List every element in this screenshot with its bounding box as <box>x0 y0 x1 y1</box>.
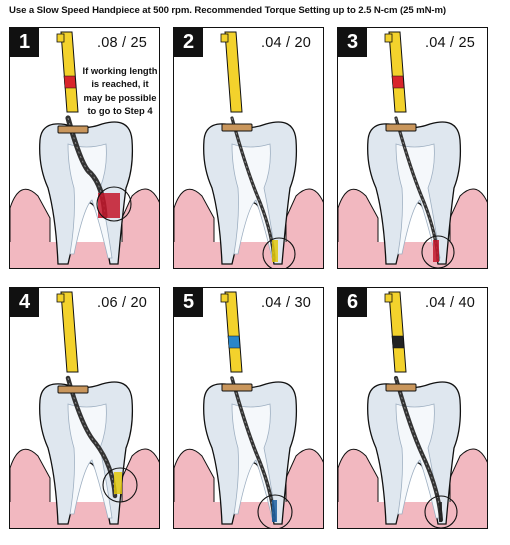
gum-base <box>10 502 159 528</box>
handle-latch <box>56 293 65 303</box>
step-4-panel: 4 .06 / 20 <box>9 287 160 529</box>
working-zone <box>272 500 277 522</box>
tooth-file-illustration <box>174 291 323 528</box>
file-size-label: .04 / 20 <box>261 35 311 51</box>
file-flutes <box>231 117 275 261</box>
step-number: 2 <box>174 28 203 57</box>
rubber-stop <box>221 383 253 392</box>
step-number: 3 <box>338 28 367 57</box>
gum-base <box>174 502 323 528</box>
working-zone <box>98 193 120 218</box>
step-number: 1 <box>10 28 39 57</box>
color-band <box>227 335 241 349</box>
gum-base <box>338 242 487 268</box>
color-band <box>63 75 77 89</box>
gum-base <box>10 242 159 268</box>
rubber-stop <box>221 123 253 132</box>
file-size-label: .06 / 20 <box>97 295 147 311</box>
tooth-file-illustration <box>10 291 159 528</box>
file-handle <box>388 31 407 113</box>
step-3-panel: 3 .04 / 25 <box>337 27 488 269</box>
step-1-panel: 1 .08 / 25 If working length is reached,… <box>9 27 160 269</box>
pulp-canal <box>395 403 441 519</box>
pulp-canal <box>231 403 277 519</box>
working-zone <box>114 472 122 494</box>
handle-latch <box>384 293 393 303</box>
rubber-stop <box>57 125 89 134</box>
step-number: 6 <box>338 288 367 317</box>
step-2-panel: 2 .04 / 20 <box>173 27 324 269</box>
magnifier-circle <box>96 186 132 222</box>
magnifier-circle <box>421 235 455 268</box>
file-size-label: .08 / 25 <box>97 35 147 51</box>
file-flutes <box>395 377 442 521</box>
file-handle <box>224 31 243 113</box>
color-band <box>391 335 405 349</box>
tooth-file-illustration <box>174 31 323 268</box>
rubber-stop <box>57 385 89 394</box>
file-flutes <box>67 377 116 497</box>
instructions-header: Use a Slow Speed Handpiece at 500 rpm. R… <box>9 5 447 16</box>
magnifier-circle <box>102 467 138 503</box>
magnifier-circle <box>424 495 458 528</box>
working-zone <box>272 240 278 262</box>
file-size-label: .04 / 40 <box>425 295 475 311</box>
step-6-panel: 6 .04 / 40 <box>337 287 488 529</box>
rubber-stop <box>385 383 417 392</box>
file-handle <box>388 291 407 373</box>
handle-latch <box>56 33 65 43</box>
handle-latch <box>220 293 229 303</box>
magnifier-circle <box>257 494 293 528</box>
handle-latch <box>220 33 229 43</box>
step-note: If working length is reached, it may be … <box>82 65 158 116</box>
tooth-file-illustration <box>10 31 159 268</box>
color-band <box>391 75 405 89</box>
gum-base <box>338 502 487 528</box>
gum-base <box>174 242 323 268</box>
pulp-canal <box>395 143 441 259</box>
file-handle <box>60 31 79 113</box>
file-size-label: .04 / 30 <box>261 295 311 311</box>
tooth-file-illustration <box>338 31 487 268</box>
pulp-canal <box>67 143 113 259</box>
working-zone <box>433 240 439 262</box>
file-handle <box>224 291 243 373</box>
file-flutes <box>395 117 439 261</box>
pulp-canal <box>231 143 277 259</box>
rubber-stop <box>385 123 417 132</box>
handle-latch <box>384 33 393 43</box>
step-number: 4 <box>10 288 39 317</box>
file-handle <box>60 291 79 373</box>
file-size-label: .04 / 25 <box>425 35 475 51</box>
tooth-file-illustration <box>338 291 487 528</box>
step-5-panel: 5 .04 / 30 <box>173 287 324 529</box>
magnifier-circle <box>262 237 296 268</box>
pulp-canal <box>67 403 113 519</box>
file-flutes <box>231 377 275 521</box>
step-number: 5 <box>174 288 203 317</box>
working-zone <box>439 502 442 522</box>
